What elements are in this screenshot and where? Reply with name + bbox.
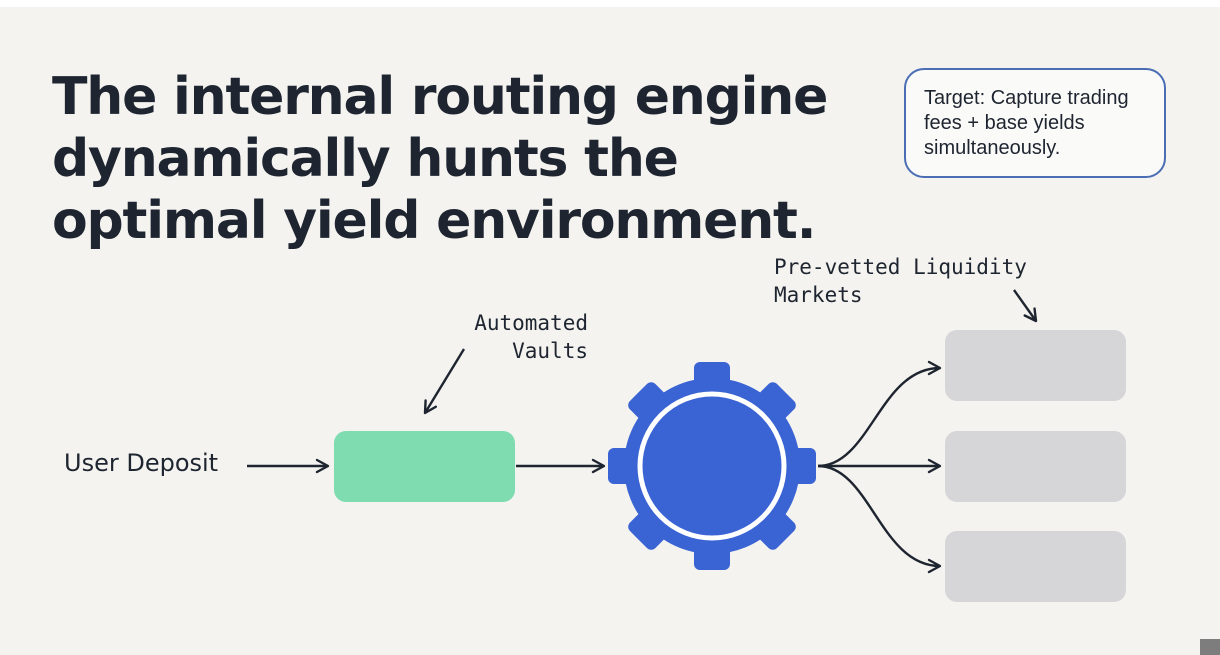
markets-label: Pre-vetted Liquidity Markets xyxy=(774,255,1027,307)
callout-text: Target: Capture trading fees + base yiel… xyxy=(924,87,1129,159)
target-callout: Target: Capture trading fees + base yiel… xyxy=(904,68,1166,178)
route-arrow-top xyxy=(817,360,942,468)
liquidity-market-box xyxy=(945,531,1126,602)
page-title: The internal routing engine dynamically … xyxy=(52,67,828,251)
liquidity-market-box xyxy=(945,431,1126,502)
markets-pointer-arrow xyxy=(1013,289,1038,323)
automated-vault-box xyxy=(334,431,515,502)
gear-icon xyxy=(608,362,816,570)
vaults-pointer-arrow xyxy=(423,348,466,415)
corner-mark xyxy=(1200,639,1220,655)
user-deposit-label: User Deposit xyxy=(64,449,219,477)
liquidity-market-box xyxy=(945,330,1126,401)
top-strip xyxy=(0,0,1220,7)
route-arrow-bottom xyxy=(817,464,942,574)
vaults-label: Automated Vaults xyxy=(474,311,588,363)
